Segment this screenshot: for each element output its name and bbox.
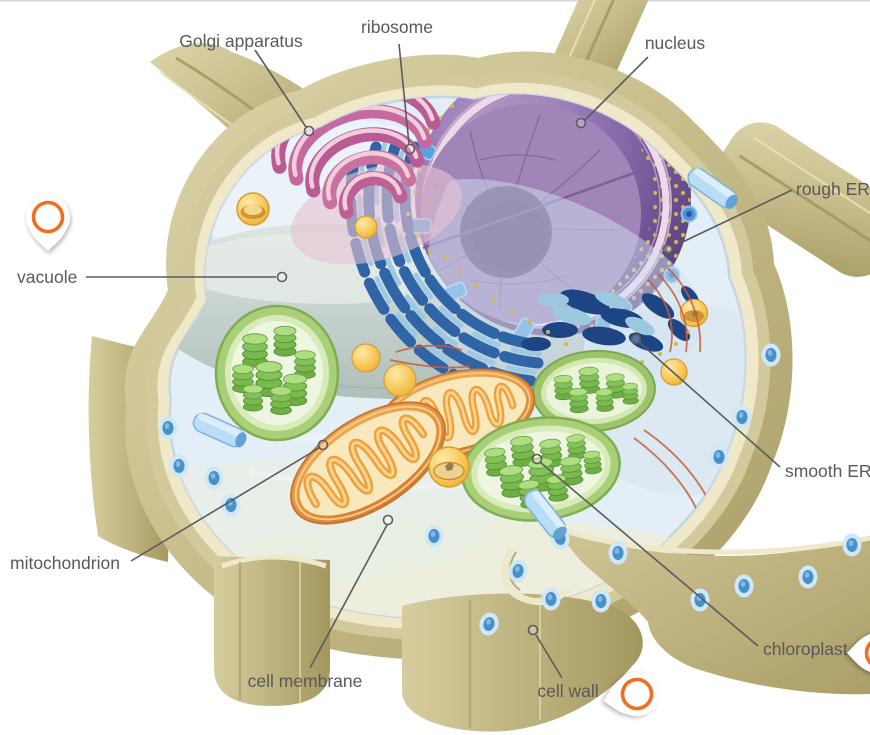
cell-wall-front[interactable] (214, 525, 870, 732)
label-cell-wall: cell wall (537, 681, 598, 701)
label-vacuole: vacuole (17, 267, 77, 287)
annotations: Golgi apparatus ribosome nucleus rough E… (10, 17, 870, 701)
chloroplast-left[interactable] (214, 304, 340, 442)
label-mitochondrion: mitochondrion (10, 553, 120, 573)
mitochondrion-lower[interactable] (271, 378, 466, 548)
label-golgi-apparatus: Golgi apparatus (179, 31, 303, 51)
label-nucleus: nucleus (645, 33, 706, 53)
label-rough-er: rough ER (796, 179, 870, 199)
chloroplast-back[interactable] (530, 347, 657, 435)
cell-wall[interactable] (88, 0, 870, 660)
label-chloroplast: chloroplast (763, 639, 848, 659)
label-cell-membrane: cell membrane (248, 671, 363, 691)
chloroplast-front[interactable] (456, 409, 625, 529)
smooth-er[interactable] (521, 283, 702, 356)
location-pin-left-icon[interactable] (26, 195, 70, 251)
label-ribosome: ribosome (361, 17, 433, 37)
label-smooth-er: smooth ER (785, 461, 870, 481)
